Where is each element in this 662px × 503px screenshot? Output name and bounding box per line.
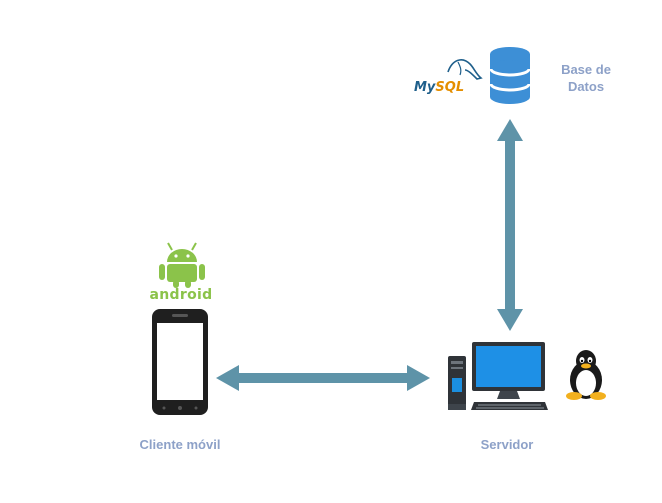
smartphone-icon: [152, 309, 208, 415]
desktop-computer-icon: [448, 342, 548, 410]
database-cylinder-icon: [489, 47, 531, 104]
database-label-line2: Datos: [567, 79, 605, 94]
server-database-arrow: [497, 119, 523, 331]
android-logo-text: android: [150, 287, 213, 303]
mysql-logo-text: MySQL: [414, 80, 464, 95]
database-label: Base de Datos: [548, 61, 624, 95]
server-label: Servidor: [480, 437, 534, 452]
linux-tux-icon: [566, 350, 606, 400]
mysql-logo: MySQL: [414, 59, 483, 95]
android-robot-icon: [159, 242, 205, 288]
client-server-arrow: [216, 365, 430, 391]
client-label: Cliente móvil: [139, 437, 221, 452]
database-label-line1: Base de: [561, 62, 611, 77]
